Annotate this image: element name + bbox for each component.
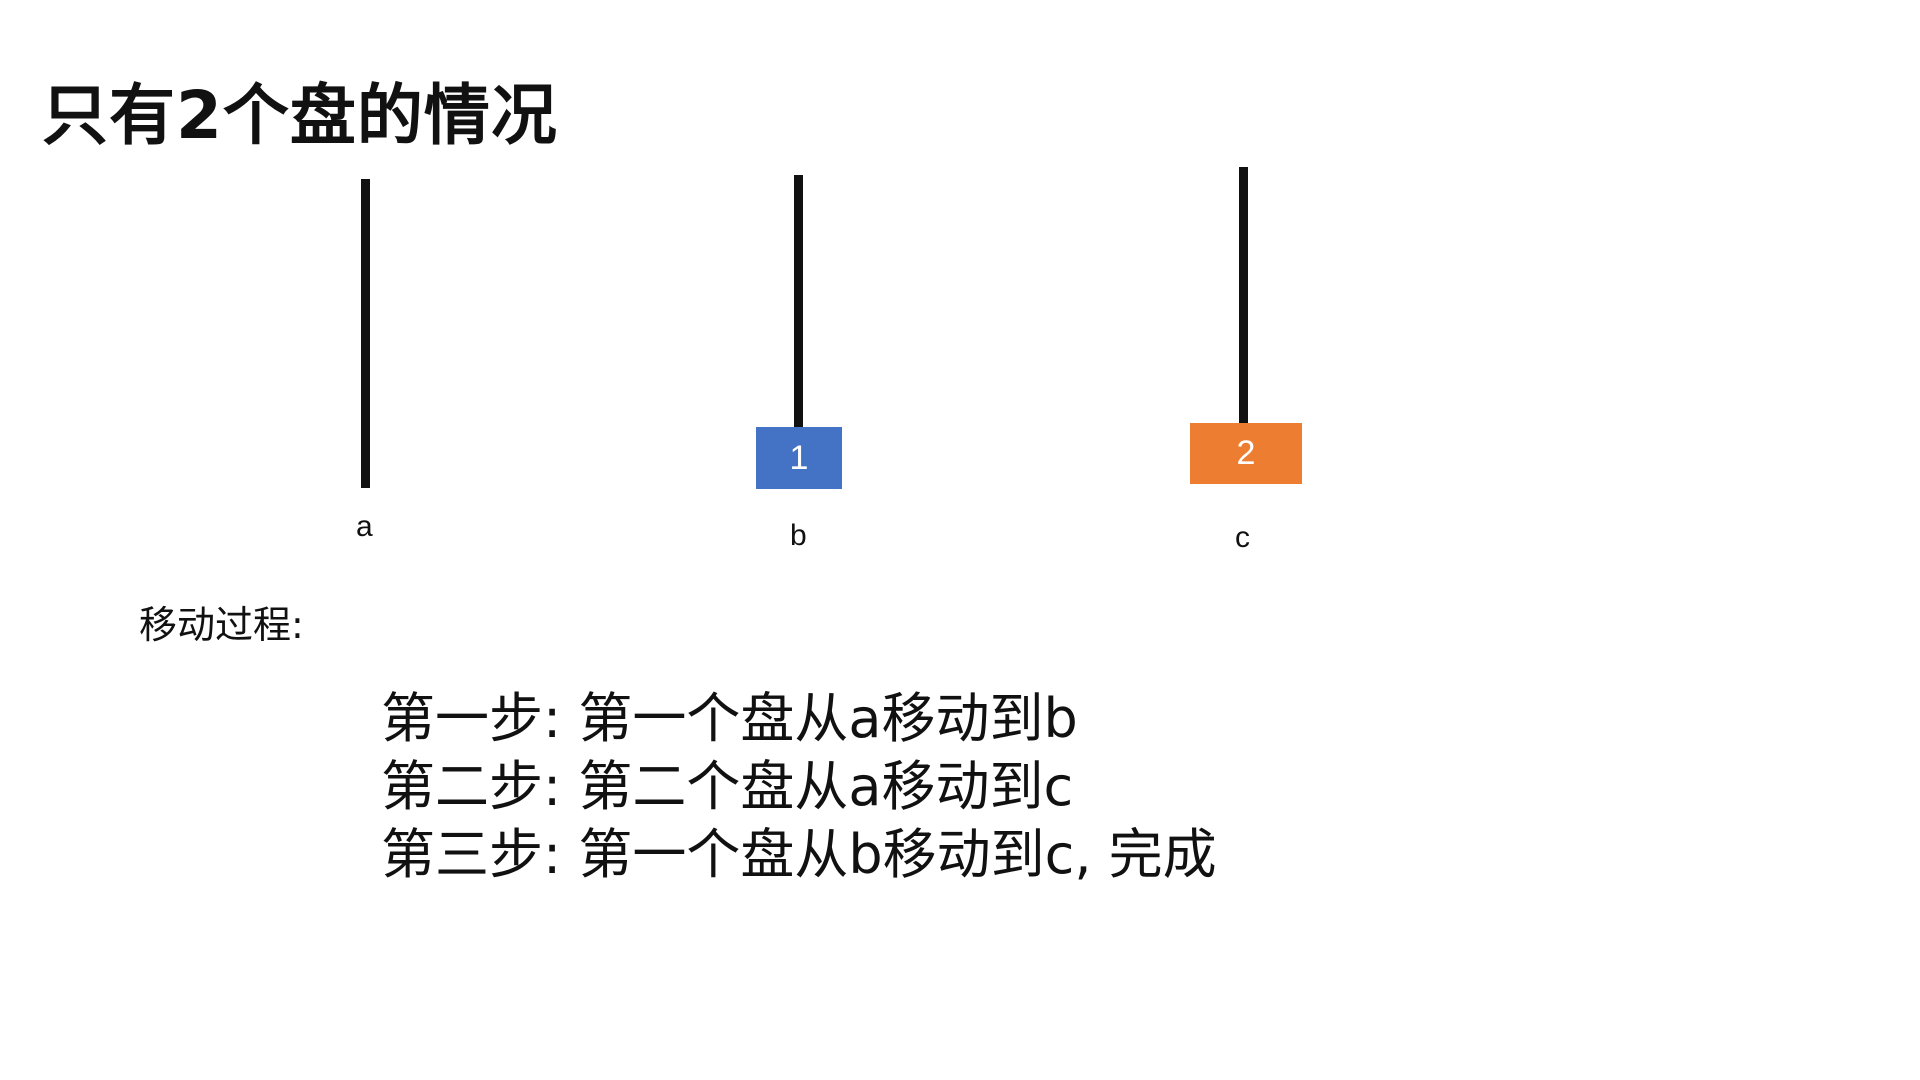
- slide-title: 只有2个盘的情况: [42, 77, 558, 154]
- step-2: 第二步: 第二个盘从a移动到c: [381, 755, 1074, 818]
- peg-label-b: b: [790, 519, 807, 552]
- peg-rod-c: [1239, 167, 1248, 425]
- peg-rod-b: [794, 175, 803, 430]
- step-3: 第三步: 第一个盘从b移动到c, 完成: [381, 823, 1217, 886]
- peg-label-a: a: [356, 510, 373, 543]
- peg-label-c: c: [1235, 521, 1250, 554]
- steps-list: 第一步: 第一个盘从a移动到b 第二步: 第二个盘从a移动到c 第三步: 第一个…: [381, 685, 1217, 889]
- disk-2: 2: [1190, 423, 1302, 484]
- disk-2-label: 2: [1236, 434, 1256, 472]
- disk-1-label: 1: [789, 438, 809, 477]
- step-1: 第一步: 第一个盘从a移动到b: [381, 687, 1078, 750]
- process-label: 移动过程:: [139, 603, 304, 647]
- disk-1: 1: [756, 427, 842, 489]
- peg-rod-a: [361, 179, 370, 488]
